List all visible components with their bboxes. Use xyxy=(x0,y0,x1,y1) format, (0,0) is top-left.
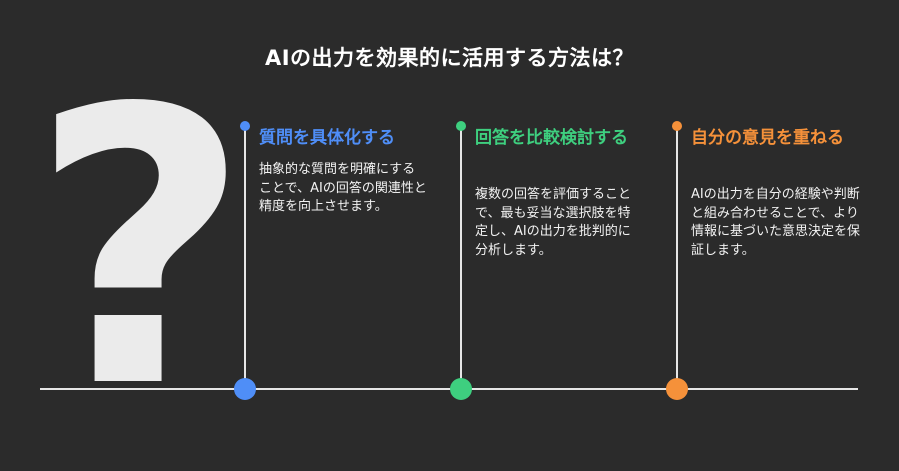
step-1-description: 抽象的な質問を明確にすることで、AIの回答の関連性と精度を向上させます。 xyxy=(259,162,427,214)
step-3-description: AIの出力を自分の経験や判断と組み合わせることで、より情報に基づいた意思決定を保… xyxy=(691,187,861,258)
step-2-title: 回答を比較検討する xyxy=(475,128,628,148)
step-3-connector xyxy=(676,126,678,388)
page-title: AIの出力を効果的に活用する方法は？ xyxy=(264,46,635,70)
step-3-top-dot xyxy=(672,121,682,131)
step-3-marker xyxy=(666,378,688,400)
step-1-connector xyxy=(244,126,246,388)
step-2-description: 複数の回答を評価することで、最も妥当な選択肢を特定し、AIの出力を批判的に分析し… xyxy=(475,187,632,258)
step-2-top-dot xyxy=(456,121,466,131)
step-2-marker xyxy=(450,378,472,400)
step-1-marker xyxy=(234,378,256,400)
step-3-title: 自分の意見を重ねる xyxy=(691,128,844,148)
step-1-top-dot xyxy=(240,121,250,131)
question-mark-icon: ? xyxy=(30,28,251,471)
timeline-baseline xyxy=(40,388,858,390)
step-1-title: 質問を具体化する xyxy=(259,128,395,148)
step-2-connector xyxy=(460,126,462,388)
